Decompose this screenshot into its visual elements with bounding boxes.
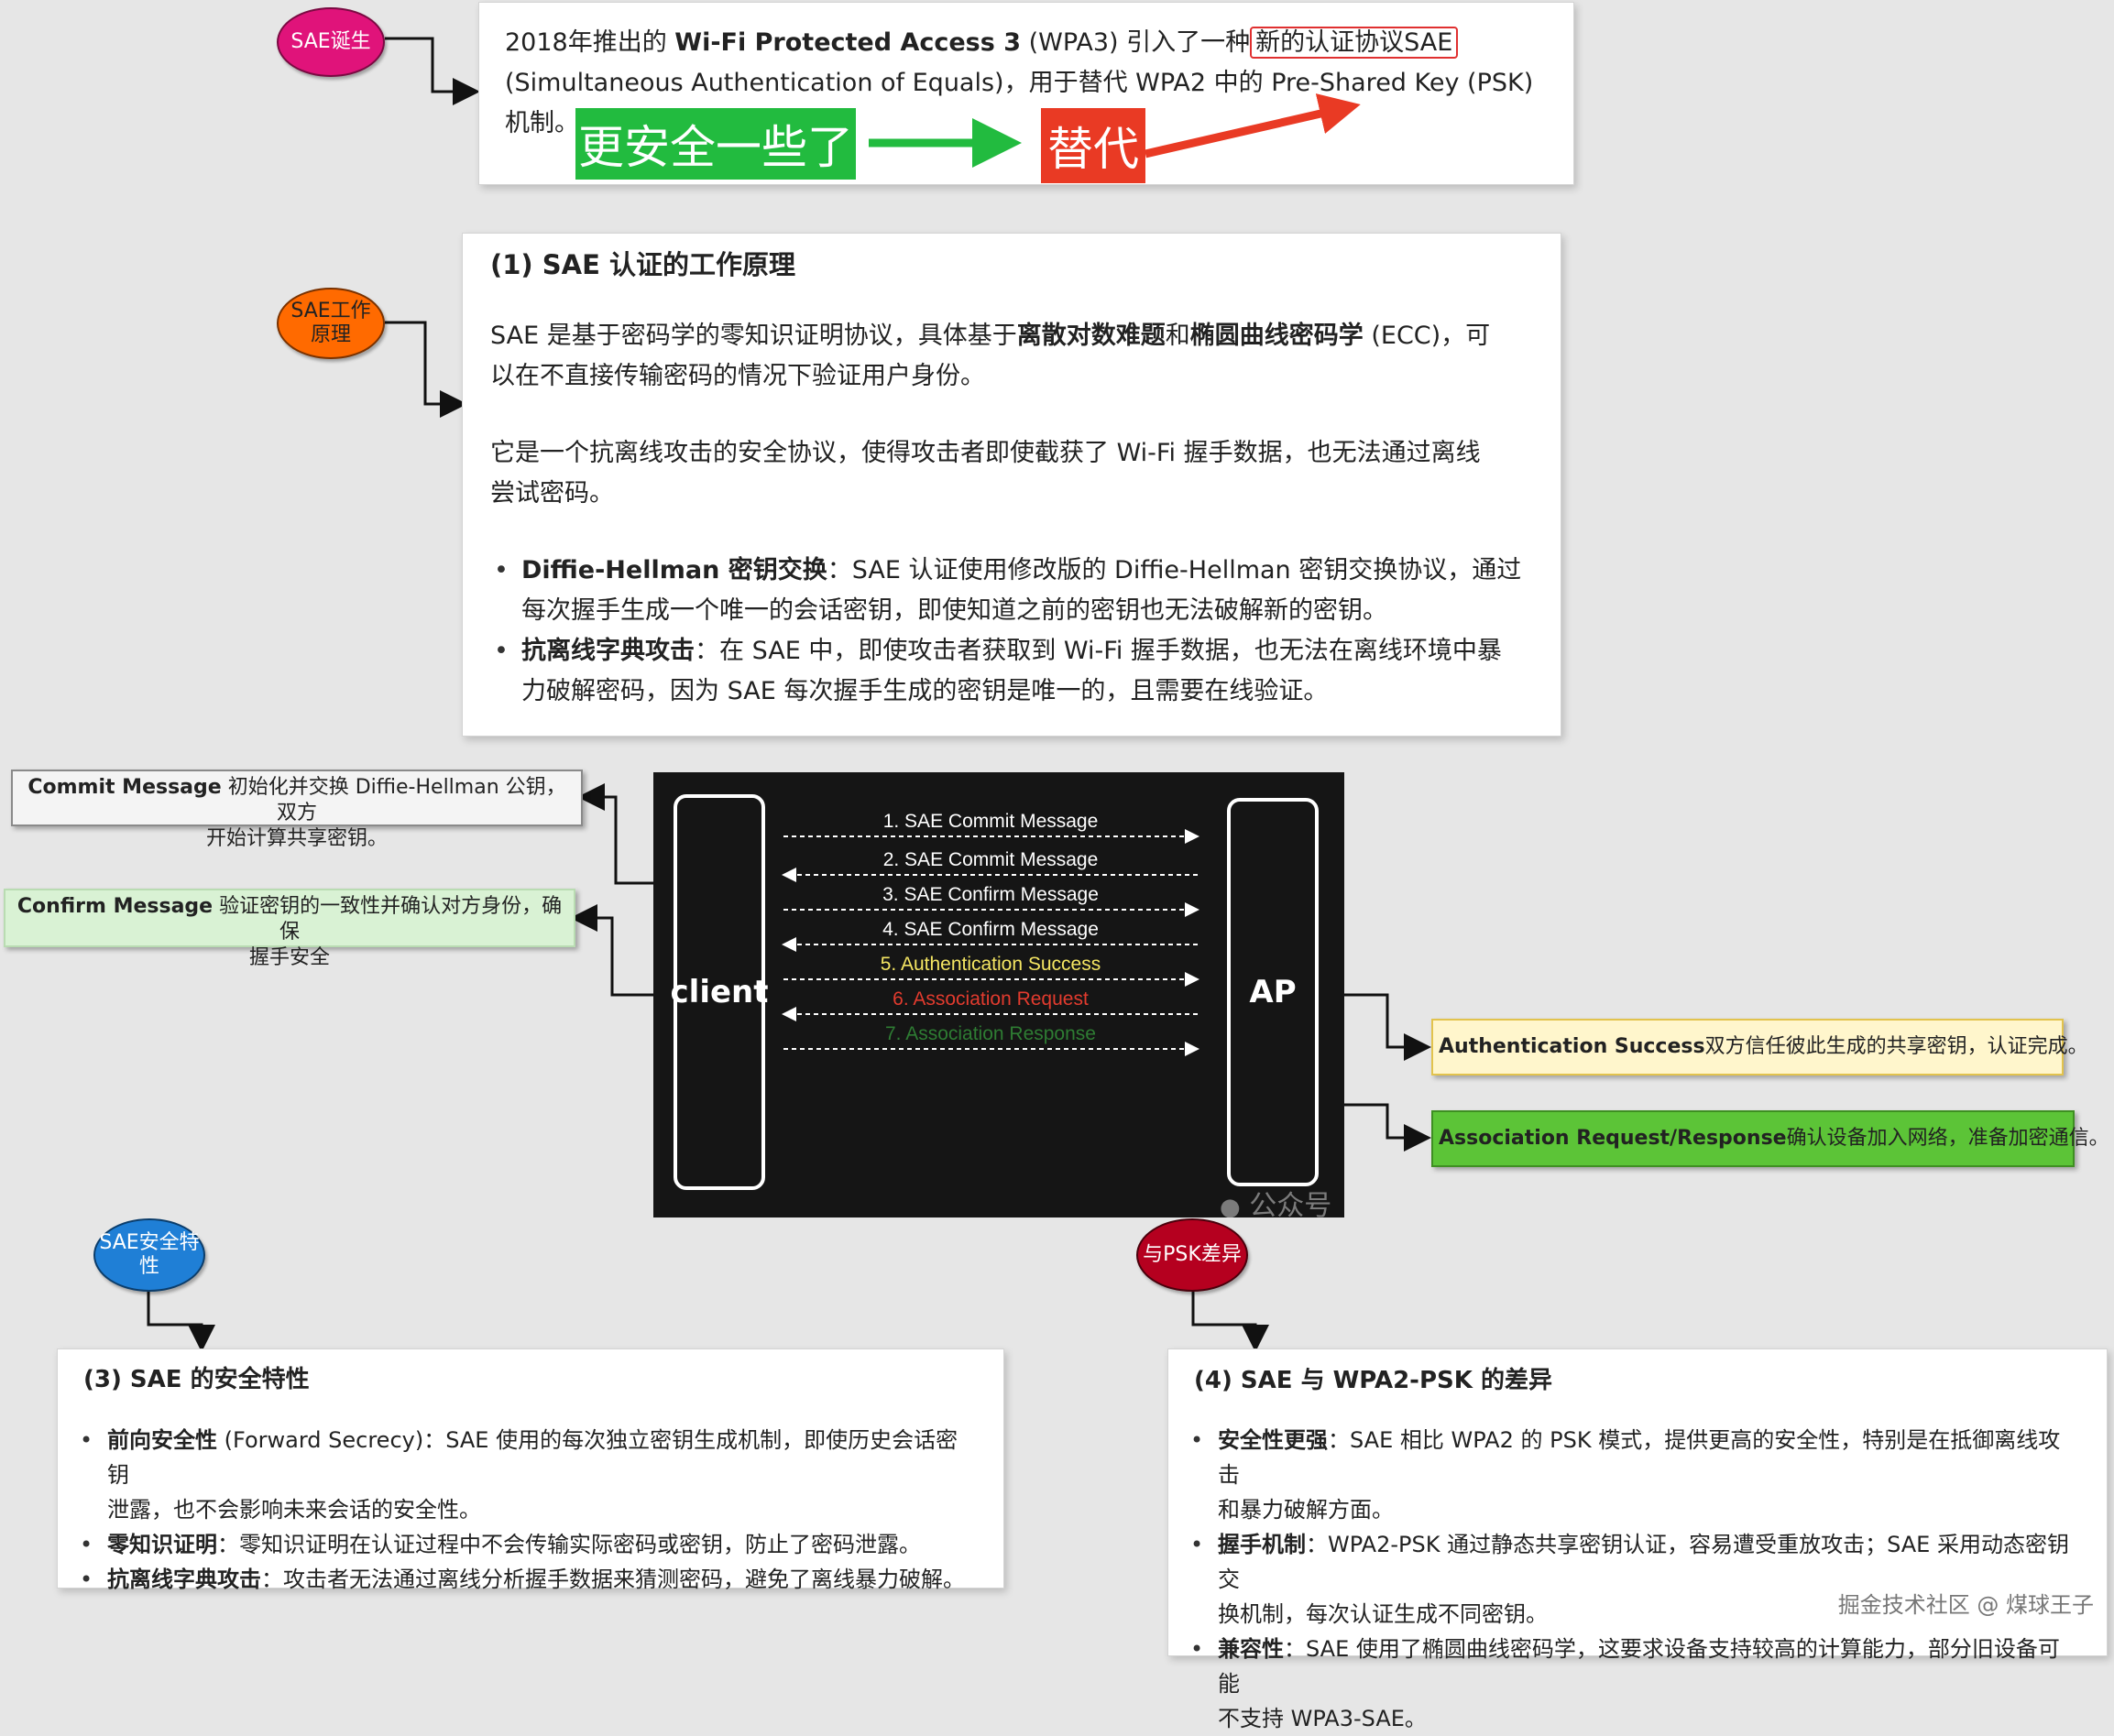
connector-layer (147, 37, 1431, 1352)
principle-p2: 它是一个抗离线攻击的安全协议，使得攻击者即使截获了 Wi-Fi 握手数据，也无法… (490, 439, 1481, 467)
tag-psk-diff: 与PSK差异 (1136, 1218, 1248, 1292)
annotation-association: Association Request/Response 确认设备加入网络，准备… (1431, 1110, 2109, 1167)
diff-bullets: 安全性更强：SAE 相比 WPA2 的 PSK 模式，提供更高的安全性，特别是在… (1190, 1423, 2081, 1736)
connector-confirm (570, 904, 653, 997)
connector-auth (1343, 993, 1431, 1061)
message-label-5: 5. Authentication Success (880, 954, 1101, 975)
highlight-new-protocol: 新的认证协议SAE (1250, 27, 1459, 59)
message-label-4: 4. SAE Confirm Message (882, 919, 1099, 940)
footer-watermark: 掘金技术社区 @ 煤球王子 (1837, 1592, 2094, 1618)
message-label-2: 2. SAE Commit Message (882, 849, 1099, 870)
green-arrow (869, 118, 1022, 168)
red-arrow (1144, 93, 1361, 158)
security-card: (3) SAE 的安全特性 前向安全性 (Forward Secrecy)：SA… (57, 1348, 1004, 1597)
message-label-3: 3. SAE Confirm Message (882, 884, 1099, 905)
principle-p1: SAE 是基于密码学的零知识证明协议，具体基于离散对数难题和椭圆曲线密码学 (E… (490, 322, 1491, 350)
diff-heading: (4) SAE 与 WPA2-PSK 的差异 (1194, 1367, 1552, 1394)
message-label-1: 1. SAE Commit Message (882, 811, 1099, 832)
intro-line-3: 机制。 (505, 109, 579, 137)
watermark-text: ● 公众号 (1220, 1190, 1332, 1222)
annotation-commit: Commit Message 初始化并交换 Diffie-Hellman 公钥，… (11, 770, 583, 850)
message-label-6: 6. Association Request (893, 988, 1089, 1010)
list-item: 零知识证明：零知识证明在认证过程中不会传输实际密码或密钥，防止了密码泄露。 (80, 1527, 978, 1562)
tag-sae-principle: SAE工作 原理 (277, 288, 385, 359)
tag-sae-birth: SAE诞生 (277, 7, 385, 77)
connector-security (147, 1290, 215, 1352)
connector-commit (577, 783, 653, 885)
list-item: 兼容性：SAE 使用了椭圆曲线密码学，这要求设备支持较高的计算能力，部分旧设备可… (1190, 1632, 2081, 1736)
message-arrows (782, 829, 1199, 1056)
sae-handshake-diagram: client AP 1. SAE Commit Message 2. SAE Co… (653, 772, 1344, 1222)
wechat-icon: ● (1220, 1194, 1241, 1221)
security-bullets: 前向安全性 (Forward Secrecy)：SAE 使用的每次独立密钥生成机… (80, 1423, 978, 1597)
label-more-secure: 更安全一些了 (575, 108, 856, 180)
message-label-7: 7. Association Response (885, 1023, 1096, 1044)
annotation-auth-success: Authentication Success 双方信任彼此生成的共享密钥，认证完… (1431, 1019, 2088, 1075)
diff-card: (4) SAE 与 WPA2-PSK 的差异 安全性更强：SAE 相比 WPA2… (1167, 1348, 2108, 1731)
principle-bullets: Diffie-Hellman 密钥交换：SAE 认证使用修改版的 Diffie-… (490, 551, 1533, 712)
ap-box: AP (1227, 798, 1319, 1186)
principle-heading: (1) SAE 认证的工作原理 (490, 249, 796, 280)
connector-diff (1191, 1290, 1269, 1352)
annotation-confirm: Confirm Message 验证密钥的一致性并确认对方身份，确保 握手安全 (4, 889, 575, 969)
client-box: client (671, 794, 769, 1190)
tag-sae-security: SAE安全特 性 (93, 1218, 205, 1292)
list-item: 抗离线字典攻击：攻击者无法通过离线分析握手数据来猜测密码，避免了离线暴力破解。 (80, 1562, 978, 1597)
intro-line-1: 2018年推出的 Wi-Fi Protected Access 3 (WPA3)… (505, 23, 1548, 63)
connector-assoc (1343, 1103, 1431, 1152)
connector-birth (385, 37, 480, 105)
list-item: Diffie-Hellman 密钥交换：SAE 认证使用修改版的 Diffie-… (494, 551, 1533, 631)
list-item: 前向安全性 (Forward Secrecy)：SAE 使用的每次独立密钥生成机… (80, 1423, 978, 1527)
list-item: 安全性更强：SAE 相比 WPA2 的 PSK 模式，提供更高的安全性，特别是在… (1190, 1423, 2081, 1527)
security-heading: (3) SAE 的安全特性 (83, 1366, 310, 1393)
label-replace: 替代 (1041, 108, 1145, 183)
connector-principle (385, 321, 467, 418)
list-item: 抗离线字典攻击：在 SAE 中，即使攻击者获取到 Wi-Fi 握手数据，也无法在… (494, 631, 1533, 712)
intro-line-2: (Simultaneous Authentication of Equals)，… (505, 69, 1534, 97)
principle-card: (1) SAE 认证的工作原理 SAE 是基于密码学的零知识证明协议，具体基于离… (462, 233, 1561, 737)
list-item: 握手机制：WPA2-PSK 通过静态共享密钥认证，容易遭受重放攻击；SAE 采用… (1190, 1527, 2081, 1632)
